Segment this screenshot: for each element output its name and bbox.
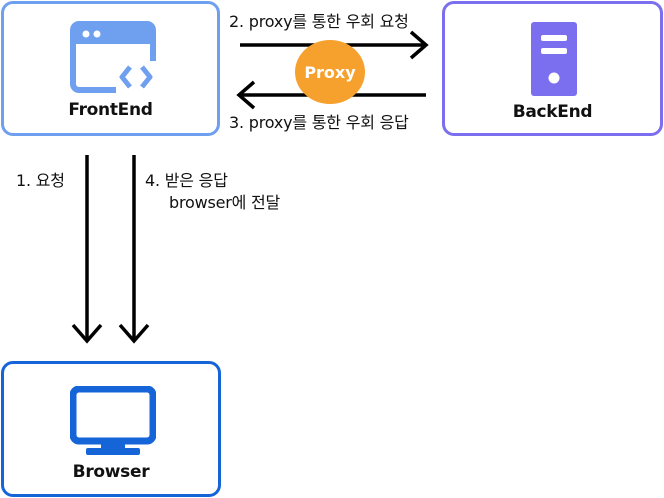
arrow-browser-request	[71, 155, 103, 344]
edge-label-deliver-line2: browser에 전달	[169, 193, 281, 212]
frontend-label: FrontEnd	[68, 100, 153, 120]
proxy-node: Proxy	[295, 40, 365, 104]
edge-label-deliver-line1: 4. 받은 응답	[145, 171, 228, 190]
web-code-window-icon	[70, 21, 156, 95]
server-tower-icon	[531, 22, 577, 96]
proxy-label: Proxy	[304, 62, 356, 82]
backend-label: BackEnd	[512, 102, 593, 122]
edge-label-browser-request: 1. 요청	[16, 171, 65, 190]
desktop-monitor-icon	[70, 386, 156, 455]
frontend-node: FrontEnd	[1, 1, 220, 136]
edge-label-request-via-proxy: 2. proxy를 통한 우회 요청	[229, 12, 409, 31]
browser-label: Browser	[72, 462, 150, 482]
edge-label-response-via-proxy: 3. proxy를 통한 우회 응답	[229, 113, 409, 132]
backend-node: BackEnd	[442, 1, 663, 136]
browser-node: Browser	[1, 361, 221, 497]
arrow-deliver-to-browser	[118, 155, 150, 344]
